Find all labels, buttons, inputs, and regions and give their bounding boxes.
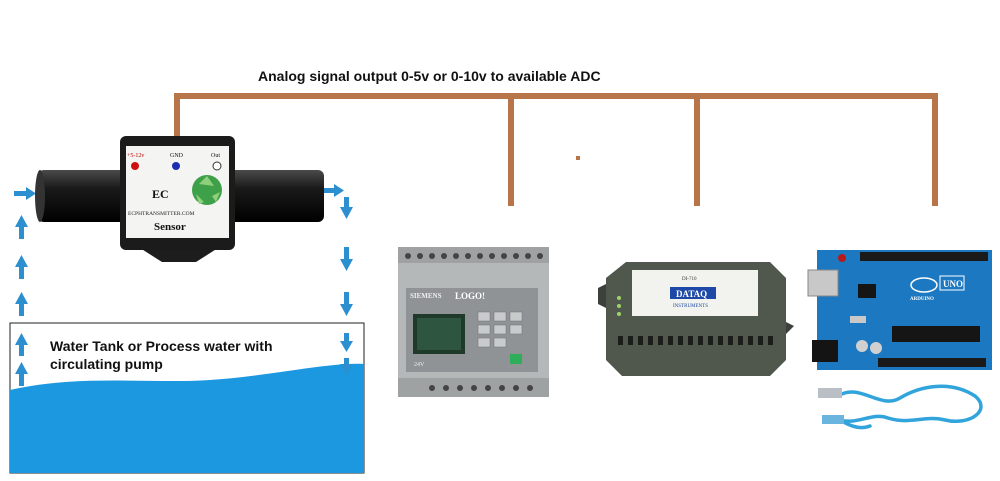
ec-sensor: +5-12v GND Out EC ECPHTRANSMITTER.COM Se… (35, 136, 324, 262)
tank-label: Water Tank or Process water with circula… (50, 338, 273, 372)
water-tank (9, 322, 365, 474)
signal-output-label: Analog signal output 0-5v or 0-10v to av… (258, 68, 601, 84)
daq-logo-bg (670, 287, 716, 299)
usb-plug-b (822, 415, 844, 424)
arrow-down-1 (340, 197, 353, 219)
arduino-uno-badge (939, 275, 965, 291)
flow-arrows-up (14, 187, 36, 386)
arduino-crystal (850, 316, 866, 323)
water-body (10, 363, 364, 473)
label-sensor: Sensor (154, 221, 186, 233)
sensor-bracket (140, 248, 218, 262)
terminal-out (212, 161, 222, 171)
label-gnd: GND (170, 153, 184, 159)
terminal-power (131, 162, 139, 170)
arrow-down-4 (340, 333, 353, 352)
dot-marker (576, 156, 580, 160)
arduino-model: UNO (943, 279, 963, 289)
recycle-logo (192, 175, 222, 205)
plc-lcd-inner (417, 318, 461, 350)
arduino-header-top (860, 252, 988, 261)
arduino-pcb (817, 250, 992, 370)
arrow-up-1 (15, 362, 28, 386)
plc-screws-top (405, 253, 543, 259)
label-power: +5-12v (127, 153, 144, 159)
arrow-right-in (14, 187, 36, 200)
daq-terminals (618, 336, 773, 345)
arduino-board: UNO ARDUINO (807, 250, 992, 370)
usb-cable (836, 384, 983, 430)
usb-plugs (818, 388, 844, 424)
daq-subtitle: INSTRUMENTS (673, 304, 708, 309)
plc-green-key (510, 354, 522, 364)
arduino-cap-1 (856, 340, 868, 352)
arrow-down-5 (340, 358, 353, 375)
arrow-down-3 (340, 292, 353, 316)
arrow-up-5 (15, 215, 28, 239)
plc-badge: 24V (414, 362, 425, 368)
arrow-up-2 (15, 333, 28, 356)
plc-model: LOGO! (455, 291, 485, 301)
arduino-reset-button (838, 254, 846, 262)
plc-keypad (477, 311, 523, 348)
flow-arrows-down (322, 184, 353, 375)
arduino-chip (892, 326, 980, 342)
usb-plug-a (818, 388, 842, 398)
signal-wires (174, 93, 938, 206)
label-out: Out (211, 153, 220, 159)
arduino-power-jack (812, 340, 838, 362)
daq-leds (617, 296, 621, 316)
daq-brand: DATAQ (676, 289, 707, 299)
daq-model: DI-710 (682, 277, 697, 282)
arduino-logo (910, 277, 938, 293)
arduino-brand: ARDUINO (910, 297, 934, 302)
arrow-up-3 (15, 292, 28, 316)
arrow-up-4 (15, 255, 28, 279)
arduino-usb-port (807, 269, 839, 297)
pipe-end-left (35, 170, 45, 222)
label-ec: EC (152, 187, 169, 201)
terminal-gnd (172, 162, 180, 170)
arduino-header-bottom (878, 358, 986, 367)
plc-top-strip (398, 247, 549, 263)
wire-main-bus (174, 93, 938, 206)
plc-brand: SIEMENS (410, 292, 442, 300)
arrow-right-out (322, 184, 344, 197)
arrow-down-2 (340, 247, 353, 271)
daq-device: DATAQ INSTRUMENTS DI-710 (598, 262, 794, 376)
label-site: ECPHTRANSMITTER.COM (128, 211, 195, 217)
plc-screws-bottom (429, 385, 533, 391)
arduino-cap-2 (870, 342, 882, 354)
plc-device: SIEMENS LOGO! 24V (398, 247, 549, 397)
arduino-small-chip (858, 284, 876, 298)
